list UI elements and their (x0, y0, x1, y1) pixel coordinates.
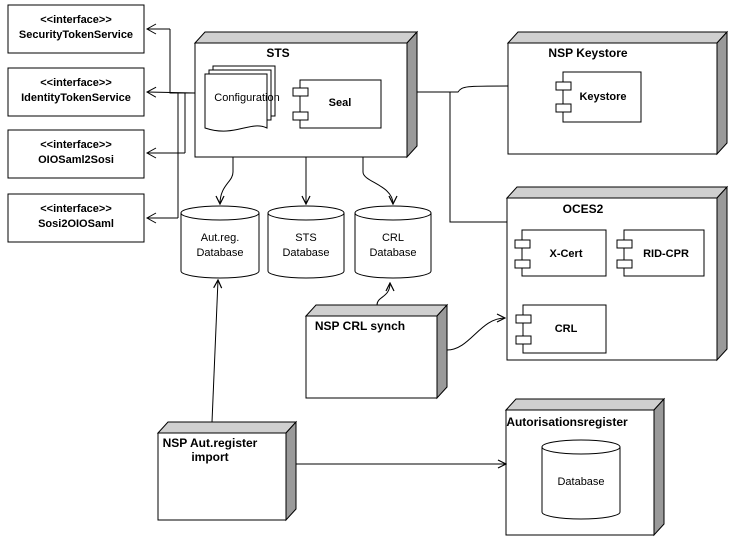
sts-database[interactable]: STS Database (267, 205, 345, 279)
interface-name: Sosi2OIOSaml (38, 218, 114, 230)
connectors (211, 85, 509, 464)
seal-component[interactable]: Seal (292, 79, 382, 129)
autorisationsregister-title: Autorisationsregister (506, 415, 628, 429)
x-cert-label: X-Cert (549, 248, 582, 260)
keystore-title: NSP Keystore (548, 46, 627, 60)
interface-oiosaml2sosi[interactable]: <<interface>> OIOSaml2Sosi (7, 129, 145, 179)
sts-title: STS (266, 46, 289, 60)
crl-label: CRL (555, 323, 578, 335)
interface-stereotype: <<interface>> (40, 139, 112, 151)
oces2-title: OCES2 (563, 202, 604, 216)
interface-security-token-service[interactable]: <<interface>> SecurityTokenService (7, 4, 145, 54)
crl-synch-to-oces2-arrow (446, 318, 505, 351)
interface-sosi2oiosaml[interactable]: <<interface>> Sosi2OIOSaml (7, 193, 145, 243)
sts-to-crl-db-arrow (362, 157, 393, 204)
aut-import-title-line2: import (191, 450, 228, 464)
interface-stereotype: <<interface>> (40, 14, 112, 26)
crl-synch-title: NSP CRL synch (315, 319, 405, 333)
sts-to-oces2-line (449, 92, 507, 223)
database-label: CRL (382, 232, 404, 244)
crl-component[interactable]: CRL (515, 304, 607, 354)
autorisationsregister-database[interactable]: Database (541, 439, 621, 520)
configuration-label: Configuration (214, 92, 279, 104)
interface-name: OIOSaml2Sosi (38, 154, 114, 166)
crl-database[interactable]: CRL Database (354, 205, 432, 279)
interface-name: IdentityTokenService (21, 92, 131, 104)
x-cert-component[interactable]: X-Cert (514, 229, 607, 277)
nsp-crl-synch-node[interactable]: NSP CRL synch (304, 303, 449, 400)
nsp-aut-register-import-node[interactable]: NSP Aut.register import (156, 420, 298, 522)
database-label: Database (196, 247, 243, 259)
database-label: Database (369, 247, 416, 259)
configuration-artifact[interactable]: Configuration (204, 65, 280, 132)
keystore-label: Keystore (579, 91, 626, 103)
rid-cpr-label: RID-CPR (643, 248, 689, 260)
aut-import-title-line1: NSP Aut.register (163, 436, 258, 450)
keystore-component[interactable]: Keystore (555, 71, 642, 123)
sts-to-autreg-db-arrow (220, 157, 234, 204)
interface-stereotype: <<interface>> (40, 77, 112, 89)
crl-synch-to-crl-db-arrow (376, 283, 390, 306)
database-label: Database (282, 247, 329, 259)
database-label: STS (295, 232, 316, 244)
interface-realization-connectors (145, 23, 196, 224)
aut-reg-database[interactable]: Aut.reg. Database (180, 205, 260, 279)
interface-name: SecurityTokenService (19, 29, 133, 41)
rid-cpr-component[interactable]: RID-CPR (616, 229, 705, 277)
database-label: Aut.reg. (201, 232, 240, 244)
seal-label: Seal (329, 97, 352, 109)
database-label: Database (557, 476, 604, 488)
aut-import-to-autreg-db-arrow (211, 280, 218, 423)
interface-identity-token-service[interactable]: <<interface>> IdentityTokenService (7, 67, 145, 117)
sts-to-keystore-line (417, 85, 509, 93)
interface-stereotype: <<interface>> (40, 203, 112, 215)
